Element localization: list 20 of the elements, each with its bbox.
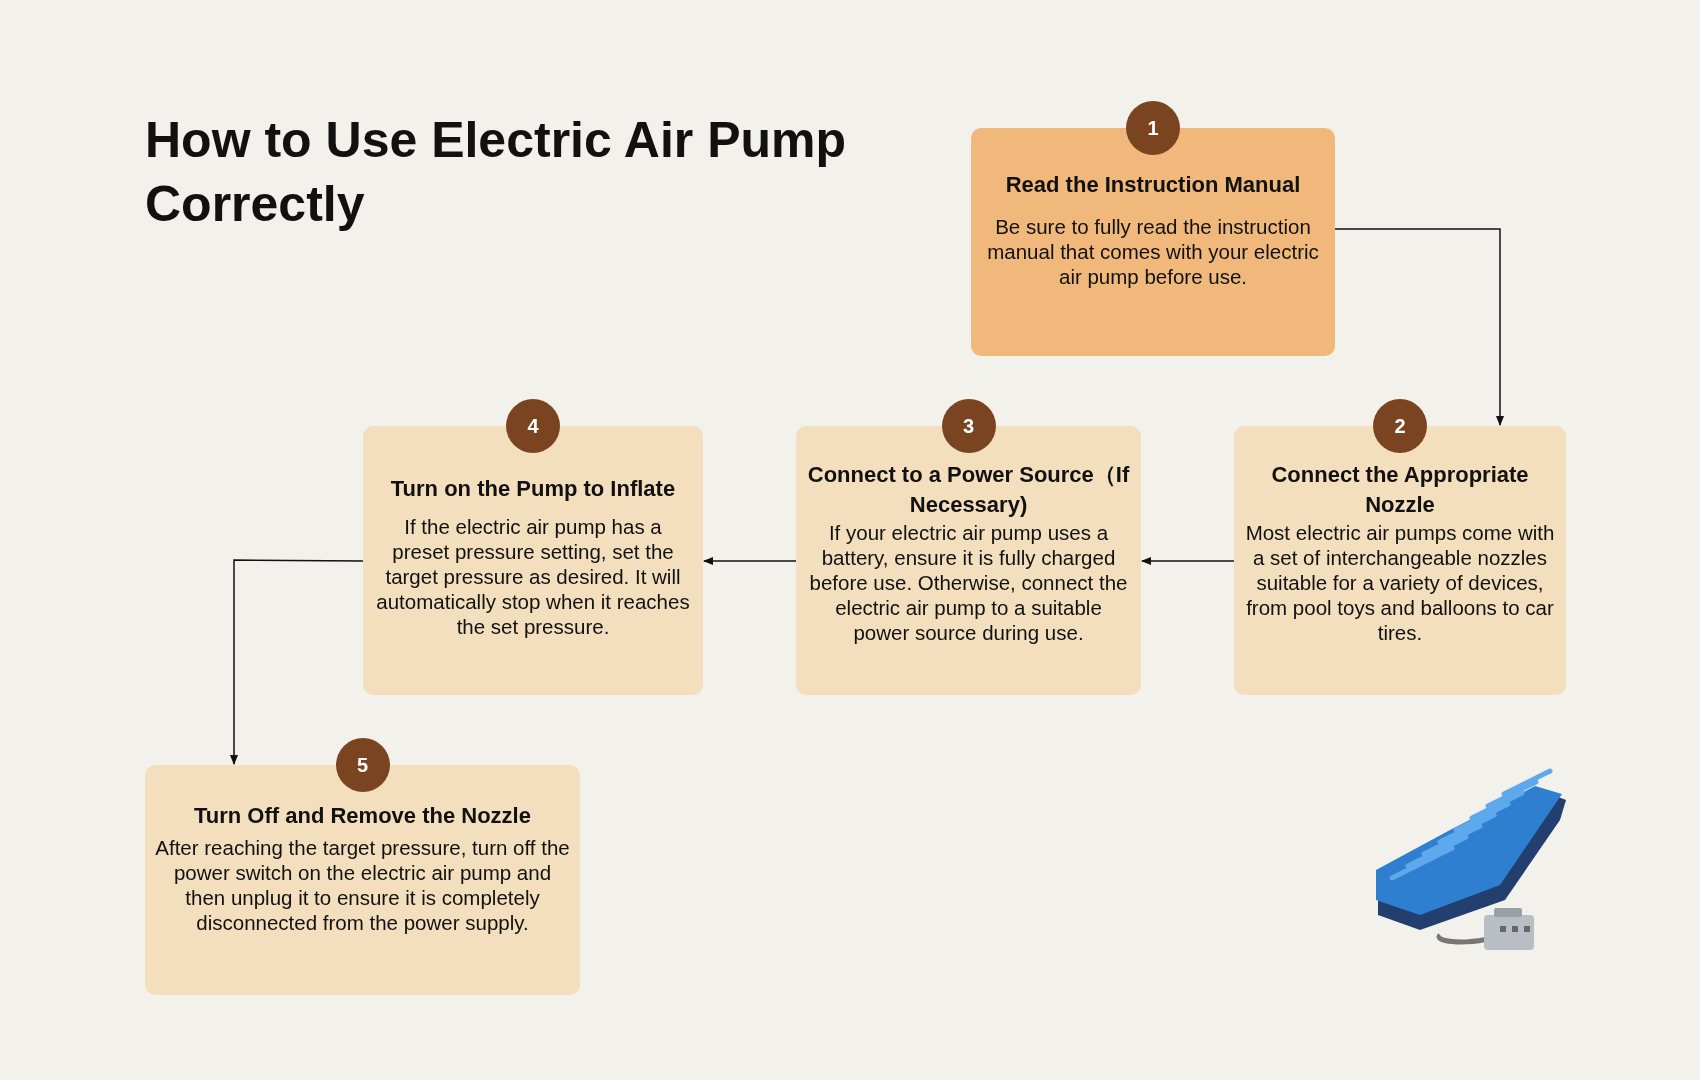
step-heading: Turn Off and Remove the Nozzle <box>194 802 531 830</box>
step-heading: Turn on the Pump to Inflate <box>390 475 676 503</box>
step-description: If the electric air pump has a preset pressure setting, set the target pressure as desired. It will automatically stop when it reaches the set pressure. <box>375 514 691 639</box>
step-description: If your electric air pump uses a battery, ensure it is fully charged before use. Otherwise, connect the electric air pump to a suitable power source during use. <box>808 520 1129 645</box>
title: How to Use Electric Air Pump Correctly <box>145 111 848 234</box>
arrow <box>702 556 797 566</box>
step-description: After reaching the target pressure, turn off the power switch on the electric air pump and then unplug it to ensure it is completely disconnected from the power supply. <box>155 835 570 935</box>
step-number-badge: 3 <box>941 399 996 453</box>
step-number-badge: 1 <box>1126 101 1180 155</box>
step-number-badge: 2 <box>1373 399 1427 453</box>
arrow <box>229 559 364 766</box>
step-description: Be sure to fully read the instruction manual that comes with your electric air pump before use. <box>986 214 1320 289</box>
arrow <box>1334 228 1505 427</box>
step-description: Most electric air pumps come with a set of interchangeable nozzles suitable for a variety of devices, from pool toys and balloons to car tires. <box>1244 520 1556 645</box>
step-number-badge: 5 <box>335 738 390 792</box>
step-heading: Connect the Appropriate Nozzle <box>1270 461 1530 519</box>
arrow <box>1140 556 1235 566</box>
step-number-badge: 4 <box>506 399 560 453</box>
step-heading: Connect to a Power Source（If Necessary) <box>806 461 1131 519</box>
step-heading: Read the Instruction Manual <box>1005 171 1301 199</box>
